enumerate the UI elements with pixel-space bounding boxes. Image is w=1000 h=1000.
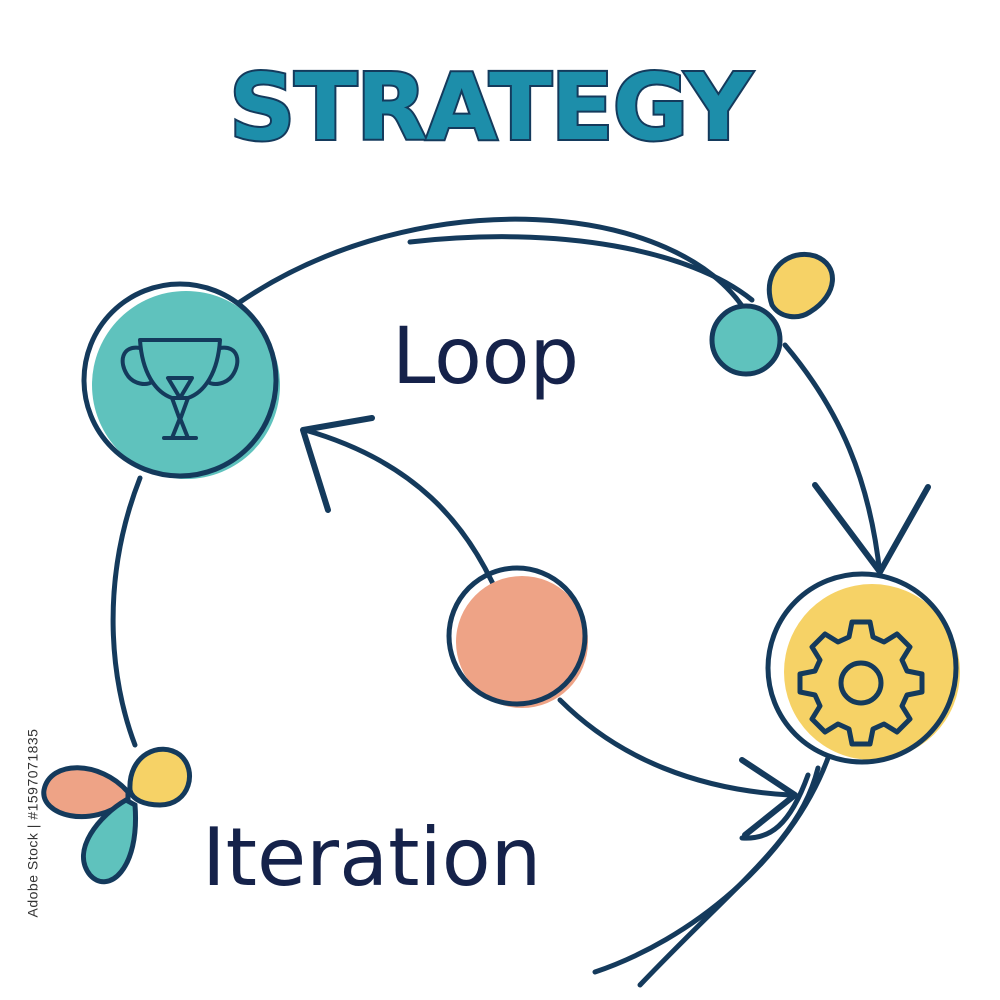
lower-left-flower: [41, 746, 192, 885]
arrowhead-to-gear: [812, 482, 931, 575]
center-to-gear-arc: [557, 697, 793, 798]
gear-icon: [797, 619, 925, 747]
outer-loop-arc: [237, 216, 751, 318]
left-descending-arc: [110, 475, 143, 748]
gear-node: [765, 571, 960, 765]
outer-loop-arc-doubled: [407, 234, 755, 303]
center-to-trophy-arc: [302, 427, 508, 615]
arrowhead-to-trophy: [300, 415, 375, 513]
bottom-sweep-2: [637, 765, 821, 988]
bottom-sweep-1: [592, 755, 831, 975]
loop-label: Loop: [392, 312, 580, 402]
upper-right-blob: [709, 252, 835, 377]
stock-watermark: Adobe Stock | #1597071835: [24, 728, 41, 918]
trophy-icon: [120, 338, 240, 440]
bottom-sweep-3: [739, 772, 811, 841]
right-descending-arc: [782, 342, 883, 578]
iteration-label: Iteration: [202, 811, 542, 904]
center-node: [446, 565, 588, 708]
trophy-node: [81, 281, 280, 479]
page-title: STRATEGY: [227, 54, 754, 161]
arrowhead-bottom: [739, 757, 798, 838]
